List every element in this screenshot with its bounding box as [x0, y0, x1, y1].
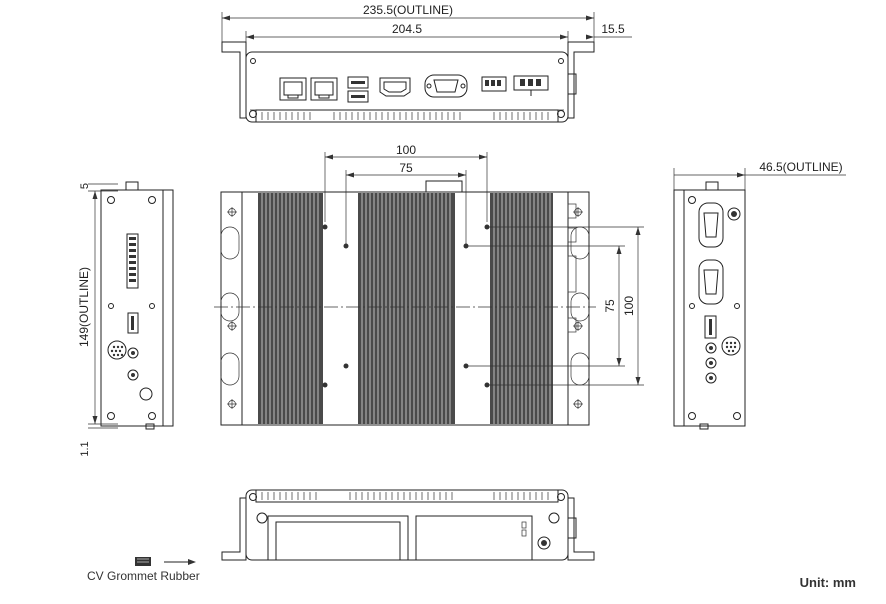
- dim-top-outline: 235.5(OUTLINE): [221, 3, 595, 50]
- dim-side-height-label: 149(OUTLINE): [77, 267, 91, 347]
- top-view-fins: [255, 109, 559, 123]
- dim-vert-100-label: 100: [622, 296, 636, 316]
- front-io-view: 235.5(OUTLINE) 204.5 15.5: [221, 3, 632, 123]
- unit-label: Unit: mm: [799, 575, 856, 590]
- dim-side-bottom: 1.1: [79, 427, 118, 457]
- serial-port-icon: [698, 202, 724, 248]
- dim-top-outline-label: 235.5(OUTLINE): [363, 3, 453, 17]
- terminal-block-icon: [481, 76, 507, 92]
- right-side-view: 46.5(OUTLINE): [673, 160, 846, 430]
- rear-view-fins: [255, 489, 559, 503]
- dim-vert-75-label: 75: [603, 299, 617, 313]
- hdmi-port-icon: [379, 77, 411, 97]
- dim-side-bottom-label: 1.1: [79, 441, 91, 456]
- dim-mount-100: 100: [324, 143, 488, 222]
- usb-port-icon: [704, 315, 717, 339]
- dim-top-inner: 204.5: [245, 22, 569, 55]
- dim-mount-100-label: 100: [396, 143, 416, 157]
- lan-port-icon: [310, 77, 338, 101]
- dim-top-flange: 15.5: [586, 22, 632, 40]
- dim-top-flange-label: 15.5: [601, 22, 625, 36]
- dim-mount-75: 75: [345, 161, 467, 244]
- dim-top-inner-label: 204.5: [392, 22, 422, 36]
- usb-port-icon: [347, 76, 369, 103]
- dim-side-height: 149(OUTLINE): [77, 190, 118, 425]
- usb-port-icon: [127, 312, 139, 334]
- grommet-legend: [135, 557, 196, 566]
- speaker-icon: [107, 340, 127, 360]
- rear-view: [221, 489, 595, 561]
- dim-right-outline: 46.5(OUTLINE): [673, 160, 846, 190]
- dim-mount-75-label: 75: [399, 161, 413, 175]
- dip-switch-icon: [126, 233, 139, 289]
- left-side-view: 149(OUTLINE) 5 1.1: [77, 181, 174, 457]
- power-connector-icon: [513, 75, 549, 96]
- grommet-label: CV Grommet Rubber: [87, 569, 200, 583]
- heatsink-view: 100 75: [214, 143, 644, 426]
- dim-vert-100: 100: [487, 226, 644, 386]
- serial-port-icon: [424, 74, 468, 98]
- serial-port-icon: [698, 259, 724, 305]
- lan-port-icon: [279, 77, 307, 101]
- dim-vert-75: 75: [466, 245, 625, 367]
- dim-side-top-label: 5: [79, 183, 91, 189]
- dim-side-top: 5: [79, 183, 118, 189]
- speaker-icon: [721, 336, 741, 356]
- dim-right-outline-label: 46.5(OUTLINE): [759, 160, 842, 174]
